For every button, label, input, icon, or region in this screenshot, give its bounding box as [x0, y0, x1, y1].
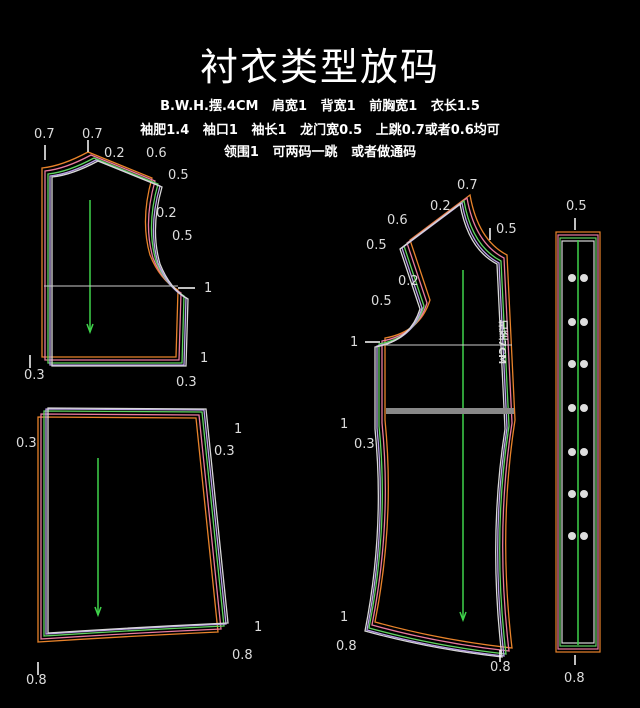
- front-bodice-outline: [374, 193, 516, 649]
- button-mark: [568, 448, 576, 456]
- back-bodice-outline: [51, 160, 189, 367]
- placket-outline: [555, 231, 601, 653]
- grain-arrow-icon: [94, 606, 102, 618]
- note-line-1: B.W.H.摆.4CM 肩宽1 背宽1 前胸宽1 衣长1.5: [160, 99, 480, 114]
- back-label: 1: [204, 281, 213, 296]
- back-label: 1: [200, 351, 209, 366]
- back-label: 0.7: [82, 127, 103, 142]
- grain-arrow-icon: [459, 611, 467, 623]
- back-label: 0.2: [104, 146, 125, 161]
- button-mark: [568, 532, 576, 540]
- front-bodice-outline: [364, 202, 506, 658]
- button-mark: [580, 274, 588, 282]
- lower-label: 0.8: [26, 673, 47, 688]
- back-label: 0.5: [168, 168, 189, 183]
- lower-left-piece-outline: [40, 413, 222, 640]
- placket-label: 0.5: [566, 199, 587, 214]
- front-bodice-outline: [366, 201, 508, 657]
- lower-label: 0.3: [214, 444, 235, 459]
- front-bodice-outline: [371, 196, 513, 652]
- lower-label: 0.3: [16, 436, 37, 451]
- placket-outline: [557, 234, 599, 650]
- front-label: 0.5: [366, 238, 387, 253]
- back-bodice-outline: [47, 157, 185, 364]
- back-label: 0.3: [176, 375, 197, 390]
- note-line-2: 袖肥1.4 袖口1 袖长1 龙门宽0.5 上跳0.7或者0.6均可: [140, 123, 500, 138]
- note-line-3: 领围1 可两码一跳 或者做通码: [223, 145, 417, 160]
- drawing-title: 衬衣类型放码: [199, 45, 440, 89]
- button-mark: [580, 490, 588, 498]
- lower-label: 1: [254, 620, 263, 635]
- front-label: 0.3: [354, 437, 375, 452]
- placket-label: 0.8: [564, 671, 585, 686]
- front-bodice-outline: [368, 199, 510, 655]
- front-label: 0.8: [490, 660, 511, 675]
- placket-outline: [559, 237, 597, 647]
- lower-label: 1: [234, 422, 243, 437]
- back-label: 0.2: [156, 206, 177, 221]
- lower-left-piece-outline: [37, 416, 219, 643]
- front-label: 0.6: [387, 213, 408, 228]
- back-bodice-outline: [49, 159, 187, 366]
- front-label: 1: [340, 610, 349, 625]
- button-mark: [580, 448, 588, 456]
- button-mark: [580, 318, 588, 326]
- front-label: 0.2: [430, 199, 451, 214]
- front-label: 1: [350, 335, 359, 350]
- button-mark: [568, 490, 576, 498]
- button-mark: [568, 318, 576, 326]
- lower-left-piece-outline: [47, 407, 229, 634]
- front-label: 0.8: [336, 639, 357, 654]
- waist-band-line: [386, 408, 514, 414]
- back-label: 0.7: [34, 127, 55, 142]
- back-label: 0.3: [24, 368, 45, 383]
- button-mark: [568, 274, 576, 282]
- back-label: 0.5: [172, 229, 193, 244]
- button-mark: [580, 404, 588, 412]
- button-mark: [580, 532, 588, 540]
- lower-label: 0.8: [232, 648, 253, 663]
- grain-arrow-icon: [86, 323, 94, 335]
- button-note: 扣至7CM: [496, 320, 507, 365]
- front-label: 0.2: [398, 274, 419, 289]
- front-label: 0.5: [371, 294, 392, 309]
- front-label: 1: [340, 417, 349, 432]
- button-mark: [568, 404, 576, 412]
- lower-left-piece-outline: [43, 410, 225, 637]
- button-mark: [580, 360, 588, 368]
- lower-left-piece-outline: [45, 408, 227, 635]
- back-label: 0.6: [146, 146, 167, 161]
- button-mark: [568, 360, 576, 368]
- front-label: 0.7: [457, 178, 478, 193]
- front-label: 0.5: [496, 222, 517, 237]
